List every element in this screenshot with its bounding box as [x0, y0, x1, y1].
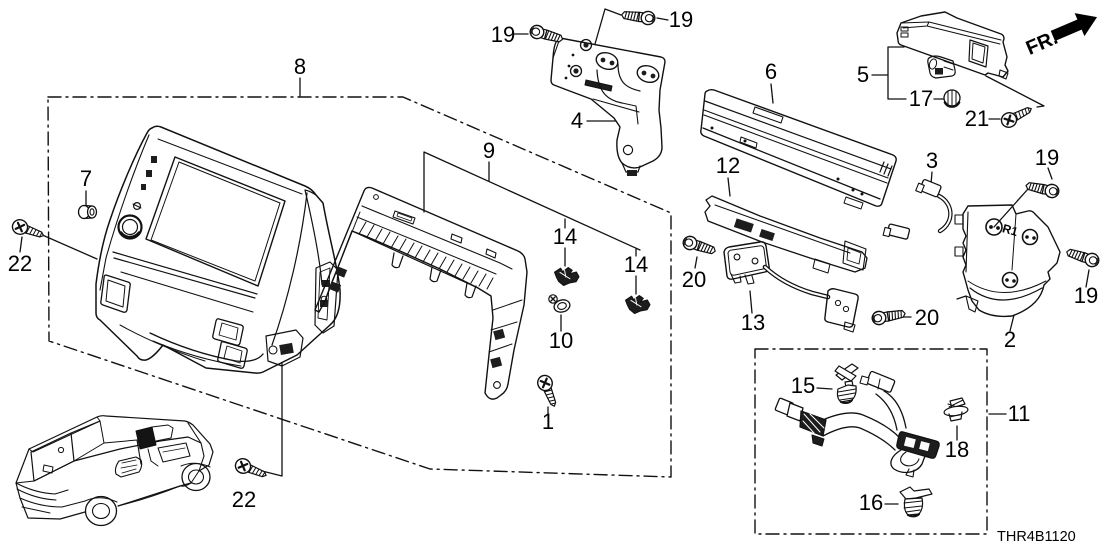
svg-text:20: 20: [915, 305, 939, 330]
svg-text:17: 17: [909, 86, 933, 111]
svg-text:THR4B1120: THR4B1120: [997, 529, 1076, 545]
svg-text:3: 3: [926, 148, 938, 173]
svg-text:9: 9: [483, 138, 495, 163]
svg-text:R1: R1: [1001, 221, 1020, 239]
svg-text:1: 1: [542, 409, 554, 434]
svg-text:13: 13: [741, 310, 765, 335]
svg-text:7: 7: [80, 166, 92, 191]
svg-text:8: 8: [294, 54, 306, 79]
svg-text:10: 10: [549, 328, 573, 353]
svg-text:6: 6: [765, 59, 777, 84]
svg-text:14: 14: [624, 252, 648, 277]
svg-text:16: 16: [859, 490, 883, 515]
svg-text:11: 11: [1008, 401, 1031, 426]
svg-text:22: 22: [232, 487, 256, 512]
svg-text:12: 12: [716, 153, 740, 178]
svg-text:19: 19: [1035, 145, 1059, 170]
svg-text:19: 19: [1074, 283, 1098, 308]
svg-text:15: 15: [791, 373, 815, 398]
svg-text:22: 22: [8, 251, 32, 276]
svg-text:2: 2: [1004, 327, 1016, 352]
svg-text:20: 20: [682, 267, 706, 292]
svg-text:5: 5: [857, 62, 869, 87]
svg-text:21: 21: [965, 106, 989, 131]
svg-text:4: 4: [571, 108, 583, 133]
svg-text:19: 19: [669, 7, 693, 32]
svg-text:18: 18: [945, 437, 969, 462]
svg-text:19: 19: [491, 22, 515, 47]
svg-text:14: 14: [553, 224, 577, 249]
